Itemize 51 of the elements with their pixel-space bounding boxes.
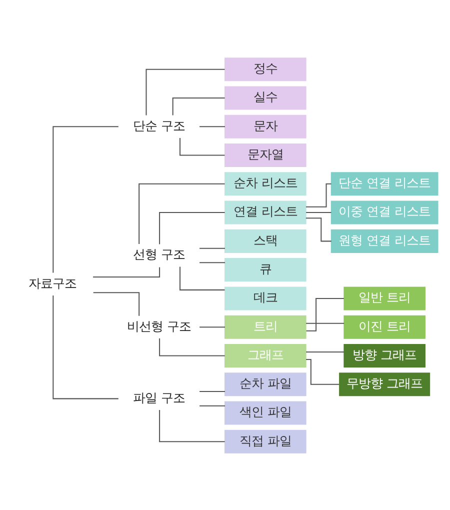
node-box: 큐: [224, 258, 306, 282]
node-box: 원형 연결 리스트: [330, 228, 438, 252]
node-text: 비선형 구조: [127, 318, 191, 333]
node-box: 스택: [224, 228, 306, 252]
connector: [200, 126, 225, 127]
node-box: 이진 트리: [344, 314, 426, 338]
connector: [172, 96, 225, 115]
connector: [200, 390, 225, 392]
connector: [306, 322, 344, 324]
node-text: 파일 구조: [133, 390, 185, 404]
connector: [179, 137, 225, 156]
node-text: 선형 구조: [133, 247, 185, 262]
connector: [52, 295, 118, 399]
node-box: 순차 파일: [224, 372, 306, 396]
connector: [306, 182, 332, 207]
connector: [306, 297, 344, 331]
connector: [159, 410, 225, 442]
node-box: 문자: [224, 114, 306, 138]
connector: [159, 338, 225, 356]
connector: [138, 182, 225, 244]
node-box: 직접 파일: [224, 429, 306, 453]
connector: [306, 212, 332, 213]
connector: [200, 247, 225, 248]
node-box: 연결 리스트: [224, 200, 306, 224]
connector: [306, 350, 344, 352]
connector: [200, 262, 225, 263]
connector: [179, 266, 225, 290]
node-text: 자료구조: [28, 276, 77, 290]
node-box: 색인 파일: [224, 400, 306, 424]
connector: [52, 126, 118, 272]
node-box: 방향 그래프: [344, 343, 426, 367]
node-box: 무방향 그래프: [339, 372, 430, 396]
connector: [159, 212, 225, 244]
connector: [306, 217, 332, 242]
node-box: 문자열: [224, 143, 306, 167]
node-box: 정수: [224, 57, 306, 81]
node-box: 이중 연결 리스트: [330, 200, 438, 224]
connector: [200, 326, 225, 328]
node-box: 일반 트리: [344, 286, 426, 310]
node-box: 데크: [224, 286, 306, 310]
connector: [93, 266, 160, 277]
connector: [306, 358, 340, 384]
connector: [146, 68, 225, 115]
connector: [93, 292, 140, 316]
node-box: 트리: [224, 314, 306, 338]
connector: [200, 404, 225, 406]
node-box: 실수: [224, 86, 306, 110]
node-box: 순차 리스트: [224, 172, 306, 196]
node-box: 그래프: [224, 343, 306, 367]
node-text: 단순 구조: [133, 118, 185, 132]
node-box: 단순 연결 리스트: [330, 172, 438, 196]
